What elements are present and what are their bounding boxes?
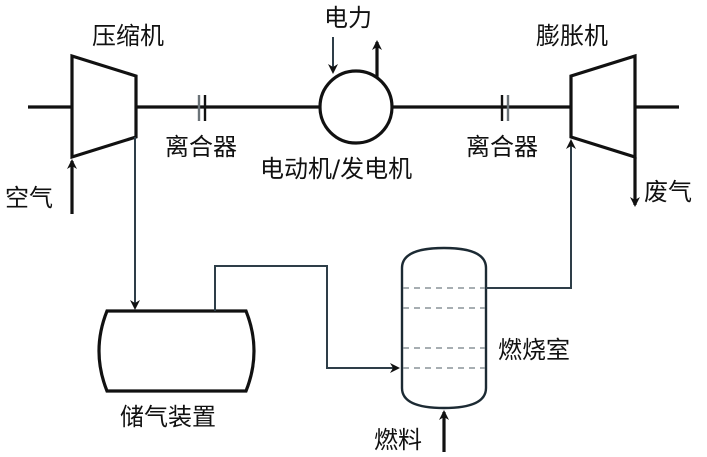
motor-generator-symbol bbox=[318, 69, 394, 145]
clutch-left-label: 离合器 bbox=[165, 133, 237, 161]
combustor-symbol bbox=[400, 246, 488, 410]
combustor-to-expander-pipe bbox=[486, 139, 576, 289]
expander-label: 膨胀机 bbox=[536, 22, 608, 50]
fuel-label: 燃料 bbox=[374, 426, 422, 454]
motor-generator-label: 电动机/发电机 bbox=[260, 155, 412, 183]
air-label: 空气 bbox=[5, 184, 53, 212]
compressor-symbol bbox=[70, 53, 138, 160]
storage-to-combustor-pipe bbox=[214, 265, 400, 373]
clutch-left-symbol bbox=[197, 95, 207, 121]
exhaust-label: 废气 bbox=[644, 178, 692, 206]
combustor-label: 燃烧室 bbox=[498, 336, 570, 364]
clutch-right-symbol bbox=[500, 95, 510, 121]
expander-symbol bbox=[569, 53, 637, 160]
power-label: 电力 bbox=[324, 4, 372, 32]
storage-label: 储气装置 bbox=[120, 403, 216, 431]
compressor-label: 压缩机 bbox=[92, 22, 164, 50]
clutch-right-label: 离合器 bbox=[466, 133, 538, 161]
storage-tank-symbol bbox=[97, 309, 256, 393]
